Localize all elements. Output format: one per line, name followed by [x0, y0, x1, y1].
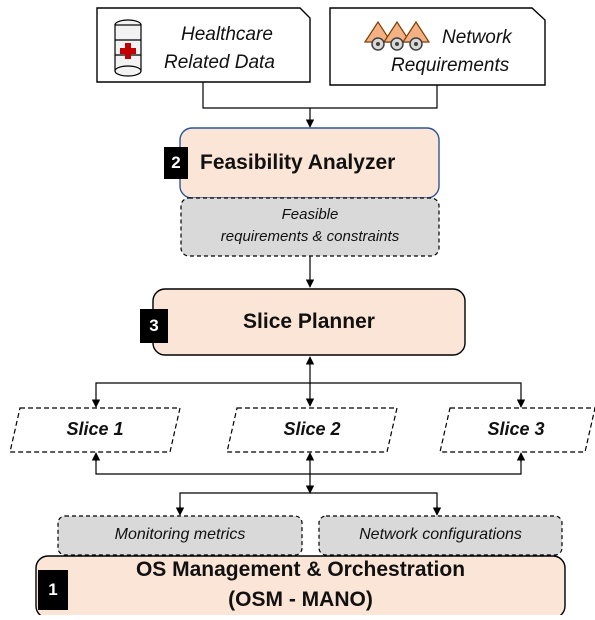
- slice-2-shape: [226, 407, 398, 453]
- slice-planner-title: Slice Planner: [243, 310, 375, 333]
- badge-3: 3: [140, 309, 168, 343]
- badge-2: 2: [164, 147, 188, 179]
- network-configurations-label: Network configurations: [359, 526, 522, 543]
- healthcare-label-line1: Healthcare: [181, 24, 273, 45]
- slice-1-shape: [9, 407, 181, 453]
- slice-3-label: Slice 3: [487, 419, 545, 439]
- osm-title-line2: (OSM - MANO): [228, 588, 373, 611]
- network-requirements-box: [329, 7, 546, 86]
- branch-bottom: [95, 455, 522, 475]
- branch-outputs: [179, 492, 438, 514]
- connector-inputs-merge: [202, 82, 438, 109]
- monitoring-metrics-box: [57, 515, 303, 556]
- constraints-line2: requirements & constraints: [220, 228, 400, 245]
- slice-3-shape: [439, 407, 595, 453]
- monitoring-metrics-label: Monitoring metrics: [114, 526, 246, 543]
- branch-top: [95, 382, 522, 406]
- database-icon: [114, 19, 142, 77]
- healthcare-data-box: [96, 7, 311, 83]
- osm-title-line1: OS Management & Orchestration: [135, 558, 466, 581]
- healthcare-label-line2: Related Data: [164, 52, 275, 73]
- network-label-line2: Requirements: [391, 55, 510, 76]
- slice-2-label: Slice 2: [283, 419, 341, 439]
- gears-icon: [363, 20, 431, 51]
- network-configurations-box: [318, 515, 563, 556]
- network-label-line1: Network: [442, 27, 512, 48]
- feasibility-analyzer-title: Feasibility Analyzer: [200, 151, 396, 174]
- badge-1: 1: [38, 570, 68, 610]
- slice-1-label: Slice 1: [66, 419, 124, 439]
- constraints-line1: Feasible: [281, 206, 339, 223]
